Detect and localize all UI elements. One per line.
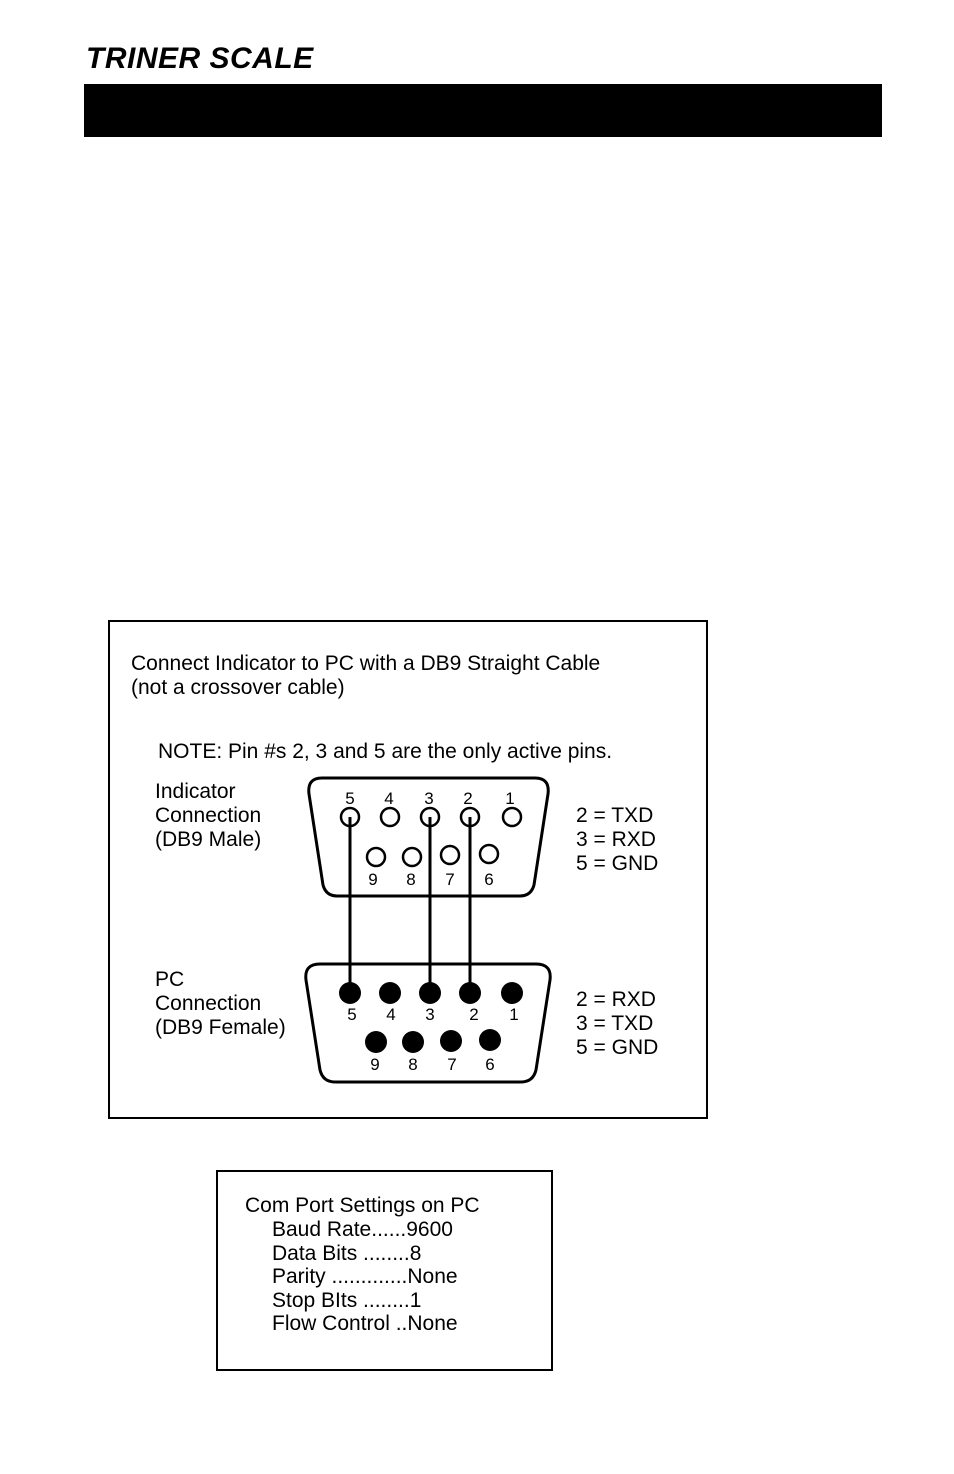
pc-label-1: PC xyxy=(155,968,184,991)
pc-label-3: (DB9 Female) xyxy=(155,1016,286,1039)
male-pin-label-4: 4 xyxy=(384,789,393,808)
setting-stop-bits: Stop BIts ........1 xyxy=(272,1288,422,1312)
wiring-diagram: Connect Indicator to PC with a DB9 Strai… xyxy=(108,620,708,1119)
setting-parity: Parity .............None xyxy=(272,1265,458,1288)
com-settings-title: Com Port Settings on PC xyxy=(245,1194,480,1217)
male-pin-label-3: 3 xyxy=(424,789,433,808)
pc-map-txd: 3 = TXD xyxy=(576,1012,653,1035)
male-pin-label-2: 2 xyxy=(463,789,472,808)
female-pin-label-5: 5 xyxy=(347,1005,356,1024)
indicator-map-rxd: 3 = RXD xyxy=(576,828,656,851)
female-pin-4 xyxy=(379,982,401,1004)
female-pin-label-2: 2 xyxy=(469,1005,478,1024)
note-text: NOTE: Pin #s 2, 3 and 5 are the only act… xyxy=(158,740,612,763)
female-pin-label-8: 8 xyxy=(408,1055,417,1074)
male-pin-label-9: 9 xyxy=(368,870,377,889)
setting-flow-control: Flow Control ..None xyxy=(272,1312,458,1335)
female-pin-3 xyxy=(419,982,441,1004)
male-pin-6 xyxy=(478,843,500,865)
female-pin-label-6: 6 xyxy=(485,1055,494,1074)
male-pin-9 xyxy=(365,846,387,868)
com-port-settings-box: Com Port Settings on PC Baud Rate......9… xyxy=(216,1170,553,1371)
male-pin-label-5: 5 xyxy=(345,789,354,808)
male-pin-1 xyxy=(501,806,523,828)
setting-baud-rate: Baud Rate......9600 xyxy=(272,1218,453,1241)
female-pin-1 xyxy=(501,982,523,1004)
pc-label-2: Connection xyxy=(155,992,261,1015)
female-pin-label-1: 1 xyxy=(509,1005,518,1024)
brand-logo: TRINER SCALE xyxy=(86,42,314,75)
instruction-line-1: Connect Indicator to PC with a DB9 Strai… xyxy=(131,652,600,675)
female-pin-label-9: 9 xyxy=(370,1055,379,1074)
female-pin-8 xyxy=(402,1031,424,1053)
pc-map-rxd: 2 = RXD xyxy=(576,988,656,1011)
male-pin-7 xyxy=(439,844,461,866)
header-bar xyxy=(84,84,882,137)
instruction-line-2: (not a crossover cable) xyxy=(131,676,345,699)
female-pin-2 xyxy=(459,982,481,1004)
female-pin-7 xyxy=(440,1030,462,1052)
female-connector-shell xyxy=(304,962,552,1084)
male-pin-label-6: 6 xyxy=(484,870,493,889)
indicator-label-2: Connection xyxy=(155,804,261,827)
pc-map-gnd: 5 = GND xyxy=(576,1036,658,1059)
female-pin-6 xyxy=(479,1029,501,1051)
indicator-label-1: Indicator xyxy=(155,780,236,803)
male-connector-shell xyxy=(307,776,550,898)
female-pin-9 xyxy=(365,1031,387,1053)
male-pin-8 xyxy=(401,846,423,868)
female-pin-5 xyxy=(339,982,361,1004)
male-pin-label-8: 8 xyxy=(406,870,415,889)
female-pin-label-4: 4 xyxy=(386,1005,395,1024)
female-pin-label-3: 3 xyxy=(425,1005,434,1024)
indicator-label-3: (DB9 Male) xyxy=(155,828,261,851)
indicator-map-gnd: 5 = GND xyxy=(576,852,658,875)
indicator-map-txd: 2 = TXD xyxy=(576,804,653,827)
male-pin-label-7: 7 xyxy=(445,870,454,889)
female-pin-label-7: 7 xyxy=(447,1055,456,1074)
male-pin-4 xyxy=(379,806,401,828)
wiring-diagram-svg: Connect Indicator to PC with a DB9 Strai… xyxy=(131,652,658,1084)
male-pin-label-1: 1 xyxy=(505,789,514,808)
com-settings-list: Baud Rate......9600 Data Bits ........8 … xyxy=(272,1218,458,1336)
setting-data-bits: Data Bits ........8 xyxy=(272,1241,422,1265)
